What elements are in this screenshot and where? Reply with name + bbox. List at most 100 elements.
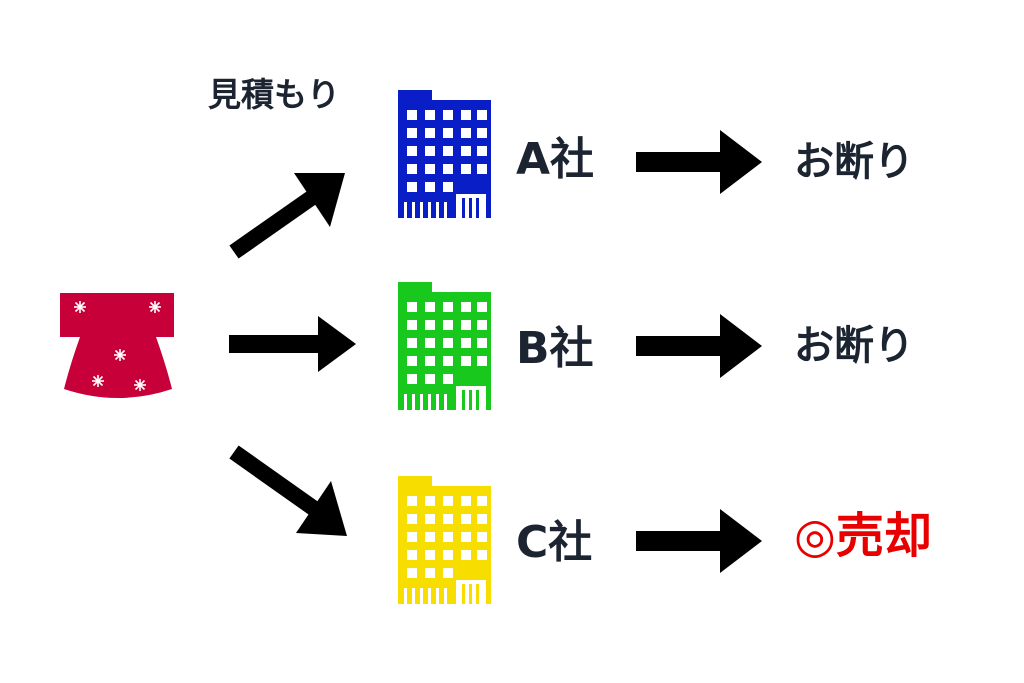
- building-window: [443, 182, 453, 192]
- building-base-slit: [404, 202, 407, 218]
- building-window: [425, 514, 435, 524]
- building-window: [443, 302, 453, 312]
- building-window: [443, 514, 453, 524]
- building-window: [477, 128, 487, 138]
- building-window: [443, 164, 453, 174]
- building-window: [425, 374, 435, 384]
- building-base-slit: [444, 588, 447, 604]
- building-window: [407, 568, 417, 578]
- building-window: [425, 182, 435, 192]
- company-a-result: お断り: [794, 139, 914, 185]
- building-window: [425, 146, 435, 156]
- building-window: [407, 514, 417, 524]
- building-window: [425, 302, 435, 312]
- entrance-pillar: [476, 198, 479, 218]
- entrance-pillar: [476, 584, 479, 604]
- building-window: [461, 496, 471, 506]
- arrow-to-company-c: [229, 445, 347, 536]
- building-window: [425, 496, 435, 506]
- building-base-slit: [428, 202, 431, 218]
- building-window: [407, 320, 417, 330]
- entrance-pillar: [462, 584, 465, 604]
- building-window: [425, 110, 435, 120]
- building-window: [461, 110, 471, 120]
- building-window: [425, 532, 435, 542]
- building-window: [407, 146, 417, 156]
- building-base-slit: [404, 394, 407, 410]
- building-window: [461, 550, 471, 560]
- building-window: [461, 164, 471, 174]
- company-a-name: A社: [516, 134, 595, 185]
- building-window: [425, 568, 435, 578]
- building-window: [443, 320, 453, 330]
- building-window: [425, 356, 435, 366]
- building-window: [477, 496, 487, 506]
- building-window: [407, 302, 417, 312]
- building-window: [477, 320, 487, 330]
- arrow-c-to-result: [636, 509, 762, 573]
- building-window: [407, 550, 417, 560]
- building-window: [443, 128, 453, 138]
- building-base-slit: [404, 588, 407, 604]
- building-icon: [398, 90, 491, 218]
- company-c-result: ◎売却: [794, 508, 932, 564]
- arrow-to-company-a: [229, 173, 345, 259]
- building-window: [477, 146, 487, 156]
- building-base-slit: [436, 588, 439, 604]
- arrow-a-to-result: [636, 130, 762, 194]
- building-base-slit: [436, 202, 439, 218]
- building-window: [407, 338, 417, 348]
- building-window: [477, 514, 487, 524]
- estimate-label: 見積もり: [208, 75, 340, 114]
- building-window: [461, 320, 471, 330]
- building-window: [443, 356, 453, 366]
- building-base-slit: [420, 202, 423, 218]
- building-window: [443, 532, 453, 542]
- building-window: [461, 146, 471, 156]
- arrow-b-to-result: [636, 314, 762, 378]
- company-b-result: お断り: [794, 323, 914, 369]
- building-window: [425, 338, 435, 348]
- building-icon: [398, 282, 491, 410]
- building-base-slit: [436, 394, 439, 410]
- arrow-to-company-b: [229, 316, 356, 372]
- building-base-slit: [412, 588, 415, 604]
- building-base-slit: [412, 394, 415, 410]
- entrance-pillar: [462, 390, 465, 410]
- building-window: [407, 182, 417, 192]
- building-window: [443, 146, 453, 156]
- entrance-pillar: [462, 198, 465, 218]
- building-window: [407, 532, 417, 542]
- building-window: [477, 550, 487, 560]
- building-window: [461, 338, 471, 348]
- building-window: [443, 568, 453, 578]
- building-window: [425, 164, 435, 174]
- building-window: [407, 356, 417, 366]
- building-window: [461, 302, 471, 312]
- building-base-slit: [428, 588, 431, 604]
- building-base-slit: [412, 202, 415, 218]
- building-window: [443, 374, 453, 384]
- building-window: [443, 550, 453, 560]
- building-window: [477, 356, 487, 366]
- building-window: [407, 374, 417, 384]
- building-window: [461, 356, 471, 366]
- building-window: [425, 128, 435, 138]
- building-icon: [398, 476, 491, 604]
- entrance-pillar: [469, 390, 472, 410]
- building-window: [461, 532, 471, 542]
- building-window: [443, 110, 453, 120]
- building-window: [407, 164, 417, 174]
- building-window: [477, 110, 487, 120]
- building-window: [407, 496, 417, 506]
- building-window: [477, 302, 487, 312]
- building-window: [425, 320, 435, 330]
- building-window: [425, 550, 435, 560]
- building-base-slit: [420, 394, 423, 410]
- company-b-name: B社: [516, 323, 594, 374]
- building-window: [477, 164, 487, 174]
- entrance-pillar: [469, 198, 472, 218]
- building-window: [443, 338, 453, 348]
- building-base-slit: [428, 394, 431, 410]
